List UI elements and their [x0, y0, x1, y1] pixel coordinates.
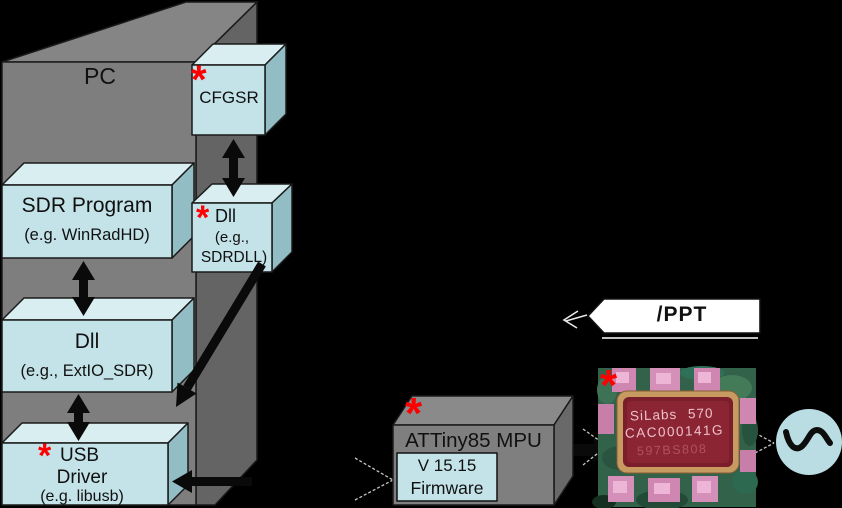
banner-leader-arrow: [562, 310, 588, 329]
usb-driver-subtitle: (e.g. libusb): [40, 488, 124, 505]
dll-extio-front-face: [1, 319, 173, 393]
arrow-cfgsr-sdrdll: [222, 139, 245, 197]
chip-asterisk-icon: *: [600, 361, 618, 410]
ppt-banner: [562, 298, 761, 339]
leader-arrow-oscillator: [754, 432, 775, 454]
dll-sdrdll-line2: (e.g.,: [214, 229, 250, 246]
firmware-version: V 15.15: [417, 456, 477, 475]
sine-wave-icon: [783, 426, 833, 452]
cfgsr-asterisk-icon: *: [191, 58, 207, 102]
cfgsr-front-face: [191, 64, 266, 136]
chip-marking-line1: SiLabs 570: [629, 405, 714, 424]
oscillator-icon: [776, 409, 842, 475]
mpu-label: ATTiny85 MPU: [405, 429, 542, 452]
banner-shape: [586, 298, 761, 334]
arrow-dll-usb: [67, 394, 90, 441]
chip-marking-line3: 597BS808: [636, 441, 708, 459]
usb-driver-top-face: [1, 422, 189, 444]
firmware-label: Firmware: [410, 478, 484, 498]
usb-driver-title: USB: [60, 445, 100, 466]
dll-extio-box: [1, 297, 195, 393]
sdr-program-top-face: [1, 162, 195, 186]
chip-body: [616, 390, 740, 474]
arrow-usb-left: [172, 470, 252, 493]
dll-sdrdll-asterisk-icon: *: [196, 199, 210, 237]
dll-sdrdll-front-face: [191, 202, 273, 273]
dll-sdrdll-box: [191, 183, 293, 273]
firmware-box: [396, 452, 498, 502]
cfgsr-label: CFGSR: [199, 88, 259, 107]
usb-driver-asterisk-icon: *: [38, 437, 52, 475]
usb-driver-line2: Driver: [56, 467, 108, 488]
arrow-sdr-dll: [72, 261, 95, 316]
dll-sdrdll-title: Dll: [215, 206, 236, 226]
dll-sdrdll-line3: SDRDLL): [200, 249, 268, 266]
banner-label: /PPT: [656, 303, 708, 326]
sdr-program-subtitle: (e.g. WinRadHD): [24, 226, 150, 244]
dll-extio-top-face: [1, 297, 195, 321]
mpu-asterisk-icon: *: [405, 389, 423, 438]
attiny85-box: [392, 395, 574, 506]
dll-extio-title: Dll: [74, 330, 100, 353]
dll-extio-subtitle: (e.g., ExtIO_SDR): [20, 362, 154, 380]
cfgsr-box: [191, 43, 287, 136]
leader-arrow-firmware: [354, 457, 394, 501]
usb-driver-front-face: [1, 442, 169, 506]
pc-label: PC: [84, 63, 116, 89]
sdr-program-title: SDR Program: [21, 194, 153, 217]
chip-photo: [592, 366, 758, 508]
solder-pads: [598, 368, 756, 502]
arrow-sdrdll-usb-diagonal: [176, 261, 266, 407]
sdr-program-front-face: [1, 184, 173, 259]
usb-driver-box: [1, 422, 189, 506]
